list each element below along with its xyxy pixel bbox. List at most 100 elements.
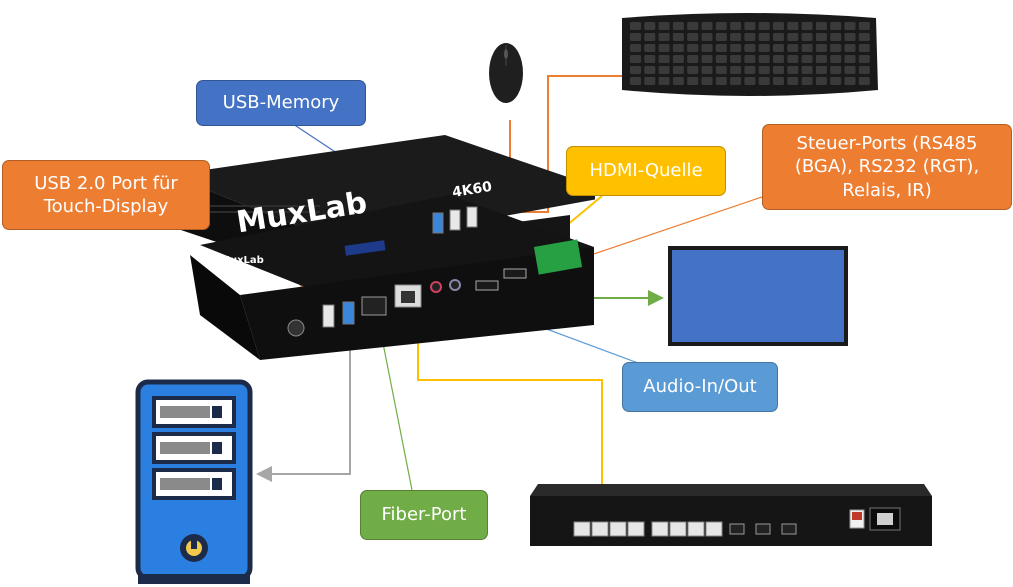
keyboard-key (644, 77, 656, 85)
keyboard-key (801, 44, 813, 52)
keyboard-key (801, 77, 813, 85)
keyboard-key (744, 77, 756, 85)
keyboard-key (672, 66, 684, 74)
keyboard-key (644, 55, 656, 63)
keyboard-key (830, 77, 842, 85)
keyboard-key (715, 22, 727, 30)
keyboard-key (858, 77, 870, 85)
keyboard-key (730, 77, 742, 85)
keyboard-key (687, 66, 699, 74)
keyboard-key (658, 33, 670, 41)
keyboard-key (830, 22, 842, 30)
keyboard-key (672, 44, 684, 52)
keyboard-key (758, 22, 770, 30)
keyboard-key (730, 66, 742, 74)
keyboard-key (844, 22, 856, 30)
keyboard-key (744, 22, 756, 30)
monitor-icon (668, 246, 848, 346)
keyboard-key (630, 66, 641, 74)
keyboard-key (730, 22, 742, 30)
keyboard-key (687, 55, 699, 63)
keyboard-key (658, 44, 670, 52)
keyboard-key (787, 22, 799, 30)
keyboard-key (701, 44, 713, 52)
keyboard-key (715, 66, 727, 74)
keyboard-key (687, 44, 699, 52)
keyboard-key (630, 33, 641, 41)
keyboard-key (773, 77, 784, 85)
keyboard-key (658, 55, 670, 63)
keyboard-key (658, 77, 670, 85)
keyboard-key (844, 77, 856, 85)
callout-usb2-touch-display: USB 2.0 Port für Touch-Display (2, 160, 210, 230)
keyboard-key (830, 55, 842, 63)
switch-sfp-port (781, 523, 797, 535)
keyboard-key (715, 33, 727, 41)
keyboard-key (715, 55, 727, 63)
keyboard-key (687, 22, 699, 30)
keyboard-key (715, 77, 727, 85)
keyboard-key (687, 77, 699, 85)
pc-line (256, 344, 351, 482)
keyboard-key (815, 66, 827, 74)
callout-audio-in-out: Audio-In/Out (622, 362, 778, 412)
switch-port (573, 521, 591, 537)
callout-hdmi-source: HDMI-Quelle (566, 146, 726, 196)
keyboard-key (744, 66, 756, 74)
callout-fiber-port: Fiber-Port (360, 490, 488, 540)
keyboard-key (858, 33, 870, 41)
switch-port (687, 521, 705, 537)
keyboard-icon (622, 13, 878, 96)
keyboard-key (787, 33, 799, 41)
keyboard-key (787, 55, 799, 63)
keyboard-key (801, 33, 813, 41)
device-logo-front: MuxLab (220, 255, 264, 266)
keyboard-key (773, 66, 784, 74)
keyboard-key (758, 77, 770, 85)
keyboard-key (858, 22, 870, 30)
keyboard-key (815, 77, 827, 85)
switch-sfp-port (729, 523, 745, 535)
keyboard-key (758, 44, 770, 52)
keyboard-key (815, 44, 827, 52)
keyboard-key (858, 55, 870, 63)
keyboard-key (815, 22, 827, 30)
keyboard-key (801, 22, 813, 30)
keyboard-key (644, 33, 656, 41)
keyboard-key (758, 33, 770, 41)
keyboard-key (701, 77, 713, 85)
keyboard-key (672, 22, 684, 30)
pc-tower-icon (135, 379, 253, 584)
keyboard-key (630, 55, 641, 63)
keyboard-key (644, 44, 656, 52)
switch-port (627, 521, 645, 537)
mouse-icon (489, 43, 523, 103)
keyboard-key (858, 44, 870, 52)
switch-port (591, 521, 609, 537)
keyboard-key (844, 66, 856, 74)
keyboard-key (830, 66, 842, 74)
keyboard-key (630, 22, 641, 30)
keyboard-key (715, 44, 727, 52)
network-switch-icon (530, 484, 932, 546)
keyboard-key (644, 66, 656, 74)
keyboard-key (701, 22, 713, 30)
keyboard-key (801, 55, 813, 63)
keyboard-key (630, 44, 641, 52)
keyboard-key (644, 22, 656, 30)
switch-sfp-port (755, 523, 771, 535)
keyboard-key (830, 44, 842, 52)
keyboard-key (630, 77, 641, 85)
callout-usb-memory: USB-Memory (196, 80, 366, 126)
keyboard-key (687, 33, 699, 41)
switch-port (705, 521, 723, 537)
keyboard-key (787, 44, 799, 52)
lan-line (410, 324, 603, 528)
callout-control-ports: Steuer-Ports (RS485 (BGA), RS232 (RGT), … (762, 124, 1012, 210)
keyboard-key (701, 33, 713, 41)
keyboard-key (830, 33, 842, 41)
keyboard-key (773, 55, 784, 63)
control-ports-line (580, 195, 766, 260)
keyboard-key (672, 77, 684, 85)
keyboard-key (844, 33, 856, 41)
